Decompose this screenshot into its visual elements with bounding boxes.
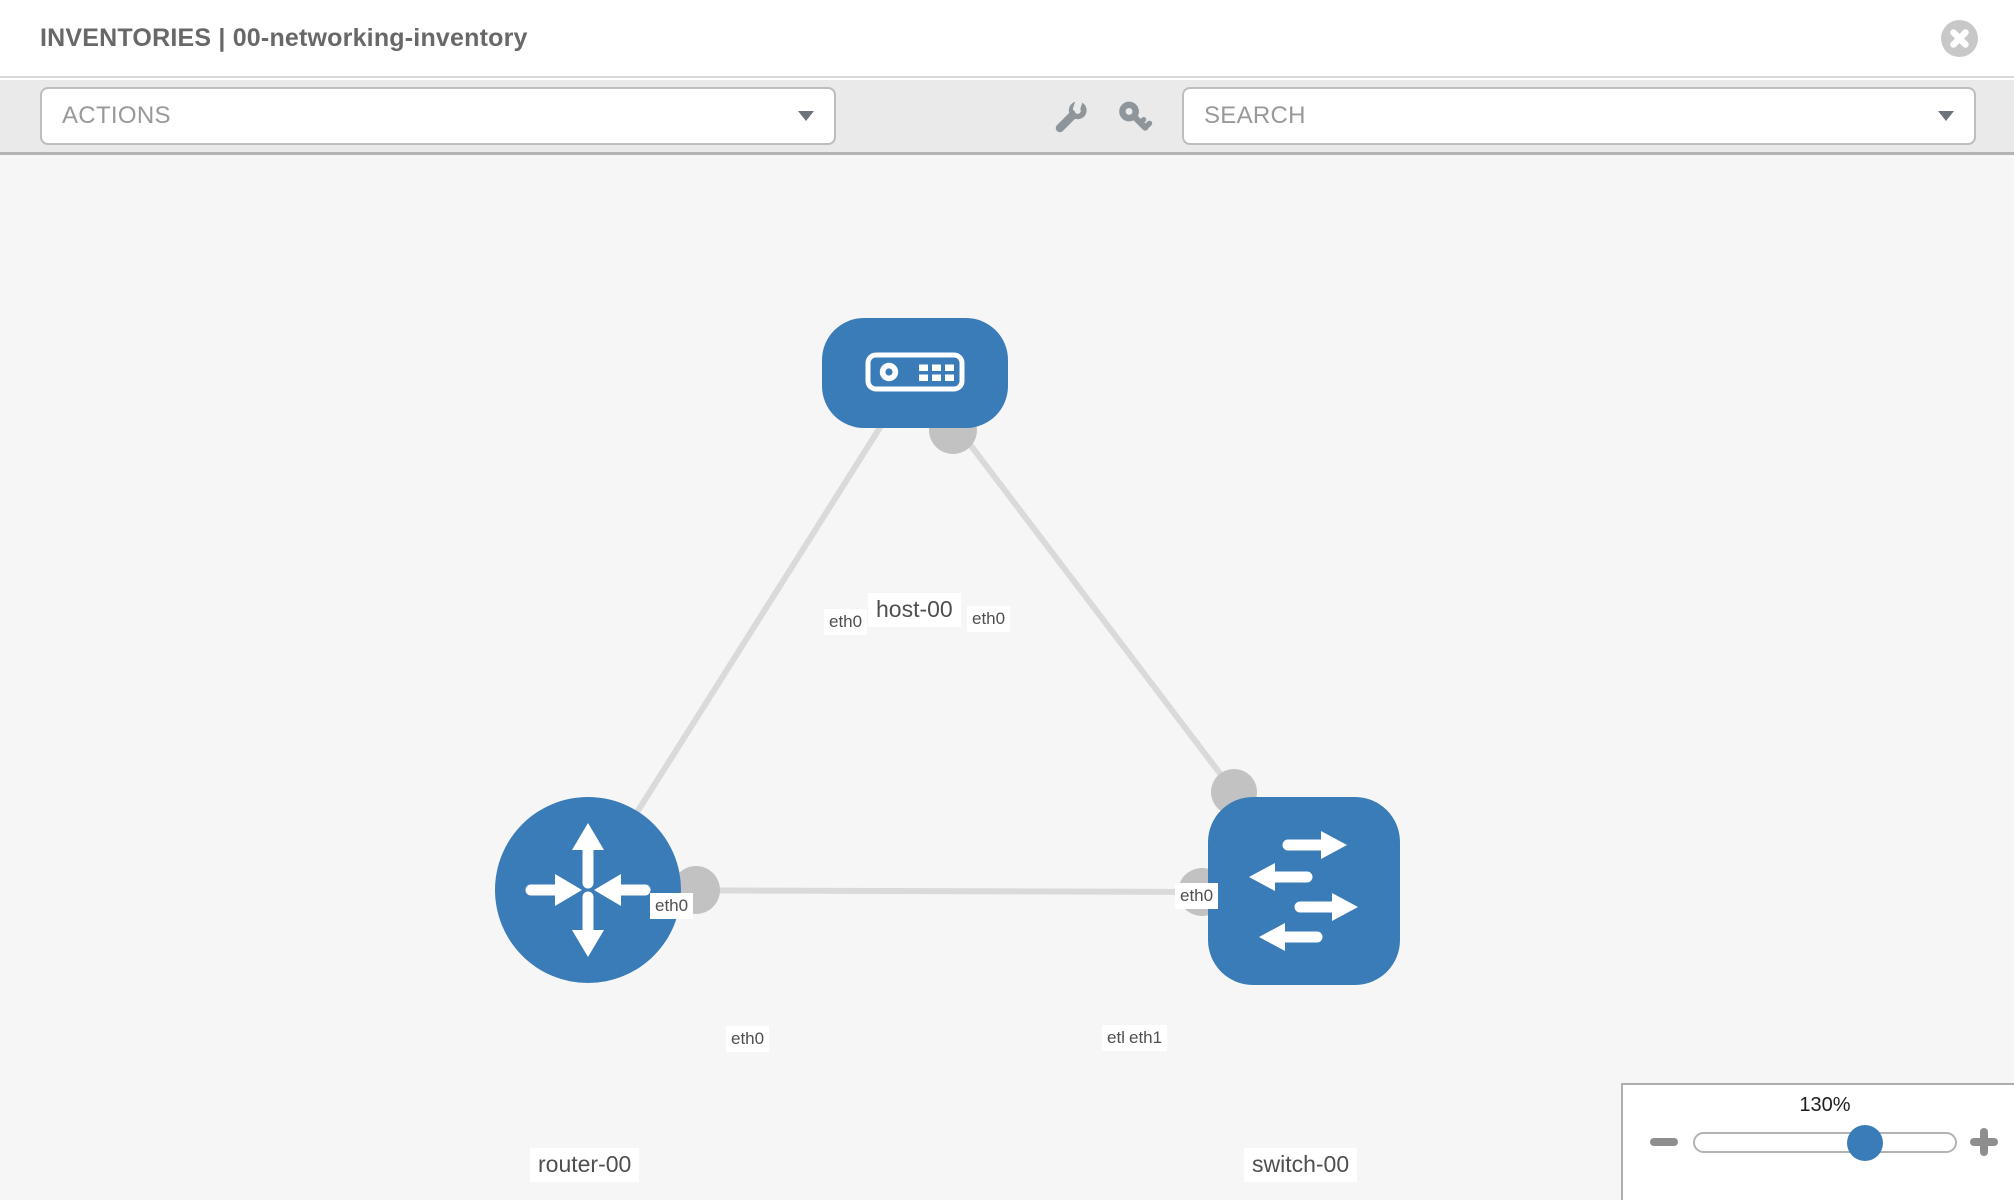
node-label-switch-00: switch-00 [1244, 1148, 1358, 1182]
header: INVENTORIES | 00-networking-inventory [0, 0, 2014, 78]
zoom-slider-knob[interactable] [1847, 1125, 1883, 1161]
wrench-icon [1055, 99, 1087, 133]
zoom-out-button[interactable] [1650, 1138, 1678, 1146]
iface-label-router-switch: eth0 [726, 1026, 770, 1053]
close-button[interactable] [1941, 19, 1978, 57]
topology-canvas[interactable]: eth0 host-00 eth0 eth0 eth0 eth0 eth0 et… [0, 155, 2014, 1200]
node-host-00[interactable] [822, 318, 1008, 428]
node-label-router-00: router-00 [530, 1148, 640, 1182]
close-icon [1950, 28, 1969, 48]
iface-label-router-top: eth0 [650, 893, 694, 920]
key-icon [1119, 101, 1153, 131]
iface-label-host-right: eth0 [967, 606, 1011, 633]
iface-label-overlap-over: eth1 [1124, 1025, 1168, 1052]
toolbar: ACTIONS [0, 80, 2014, 155]
zoom-level-value: 130% [1799, 1094, 1851, 1116]
wrench-tool-button[interactable] [1049, 97, 1091, 139]
page-title: INVENTORIES | 00-networking-inventory [40, 23, 528, 52]
iface-label-host-left: eth0 [824, 609, 868, 636]
node-switch-00[interactable] [1208, 797, 1400, 985]
chevron-down-icon [1938, 111, 1954, 121]
iface-label-switch-top: eth0 [1175, 883, 1219, 910]
actions-dropdown-label: ACTIONS [62, 102, 171, 129]
router-crossed-arrows-icon [525, 823, 651, 957]
zoom-in-button[interactable] [1970, 1128, 1998, 1156]
server-icon [865, 352, 965, 392]
actions-dropdown[interactable]: ACTIONS [40, 87, 836, 145]
zoom-slider-track[interactable] [1693, 1132, 1957, 1153]
zoom-control-panel: 130% [1621, 1083, 2014, 1200]
search-dropdown-label: SEARCH [1204, 102, 1306, 129]
node-label-host-00: host-00 [868, 593, 961, 627]
chevron-down-icon [798, 111, 814, 121]
key-tool-button[interactable] [1114, 97, 1156, 139]
node-router-00[interactable] [495, 797, 681, 983]
search-dropdown[interactable]: SEARCH [1182, 87, 1976, 145]
links-layer [585, 370, 1237, 895]
connectors-layer [672, 406, 1257, 916]
link-host-router[interactable] [585, 370, 918, 892]
switch-arrows-icon [1249, 831, 1358, 951]
